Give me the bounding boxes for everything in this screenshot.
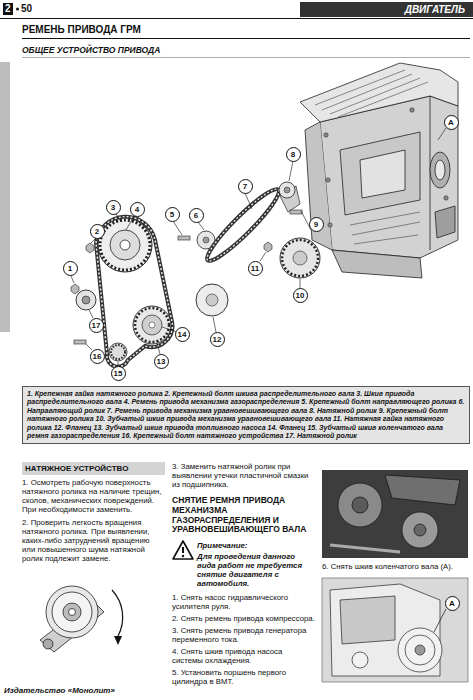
callout-number: 13 [154, 354, 169, 369]
section-title: РЕМЕНЬ ПРИВОДА ГРМ [22, 24, 422, 36]
callout-number: 3 [106, 200, 121, 215]
step-text: 1. Снять насос гидравлического усилителя… [172, 593, 315, 611]
callout-number: 1 [63, 261, 78, 276]
step-text: 1. Осмотреть рабочую поверхность натяжно… [22, 478, 165, 514]
page-number: 2 [3, 3, 13, 15]
note-title: Примечание: [197, 541, 315, 550]
figure-caption: 6. Снять шкив коленчатого вала (A). [322, 562, 468, 571]
callout-number: A [445, 596, 460, 611]
callout-number: 2 [90, 224, 105, 239]
warning-icon [172, 540, 194, 560]
step-text: 2. Проверить легкость вращения натяжного… [22, 518, 165, 564]
publisher: Издательство «Монолит» [4, 686, 204, 696]
callout-number: 5 [165, 207, 180, 222]
step-text: 3. Снять ремень привода генератора перем… [172, 626, 315, 644]
section-heading: НАТЯЖНОЕ УСТРОЙСТВО [22, 462, 165, 475]
section-heading: СНЯТИЕ РЕМНЯ ПРИВОДА МЕХАНИЗМА ГАЗОРАСПР… [172, 496, 315, 535]
step-text: 2. Снять ремень привода компрессора. [172, 614, 315, 623]
callout-number: 12 [210, 332, 225, 347]
callout-number: 8 [286, 147, 301, 162]
callout-number: 16 [90, 349, 105, 364]
node-text: ДВИГАТЕЛЬ [308, 3, 465, 16]
callout-number: 15 [111, 366, 126, 381]
callout-number: 4 [130, 202, 145, 217]
callout-number: A [444, 115, 459, 130]
header-bar: ДВИГАТЕЛЬ [300, 2, 473, 17]
callout-number: 9 [309, 217, 324, 232]
callout-number: 7 [238, 179, 253, 194]
note-text: Для проведения данного вида работ не тре… [197, 552, 315, 588]
step-text: 4. Снять шкив привода насоса системы охл… [172, 647, 315, 665]
callout-number: 17 [89, 318, 104, 333]
page-number: 50 [21, 3, 32, 15]
subsection-title: ОБЩЕЕ УСТРОЙСТВО ПРИВОДА [22, 45, 422, 56]
node-text: 1. Крепежная гайка натяжного ролика 2. К… [27, 390, 465, 440]
step-text: 3. Заменить натяжной ролик при выявлении… [172, 462, 315, 489]
step-text: 5. Установить поршень первого цилиндра в… [172, 668, 315, 686]
callout-number: 10 [293, 288, 308, 303]
callout-number: 6 [189, 208, 204, 223]
callout-number: 14 [175, 327, 190, 342]
caption-box: 1. Крепежная гайка натяжного ролика 2. К… [22, 386, 470, 444]
callout-number: 11 [248, 261, 263, 276]
